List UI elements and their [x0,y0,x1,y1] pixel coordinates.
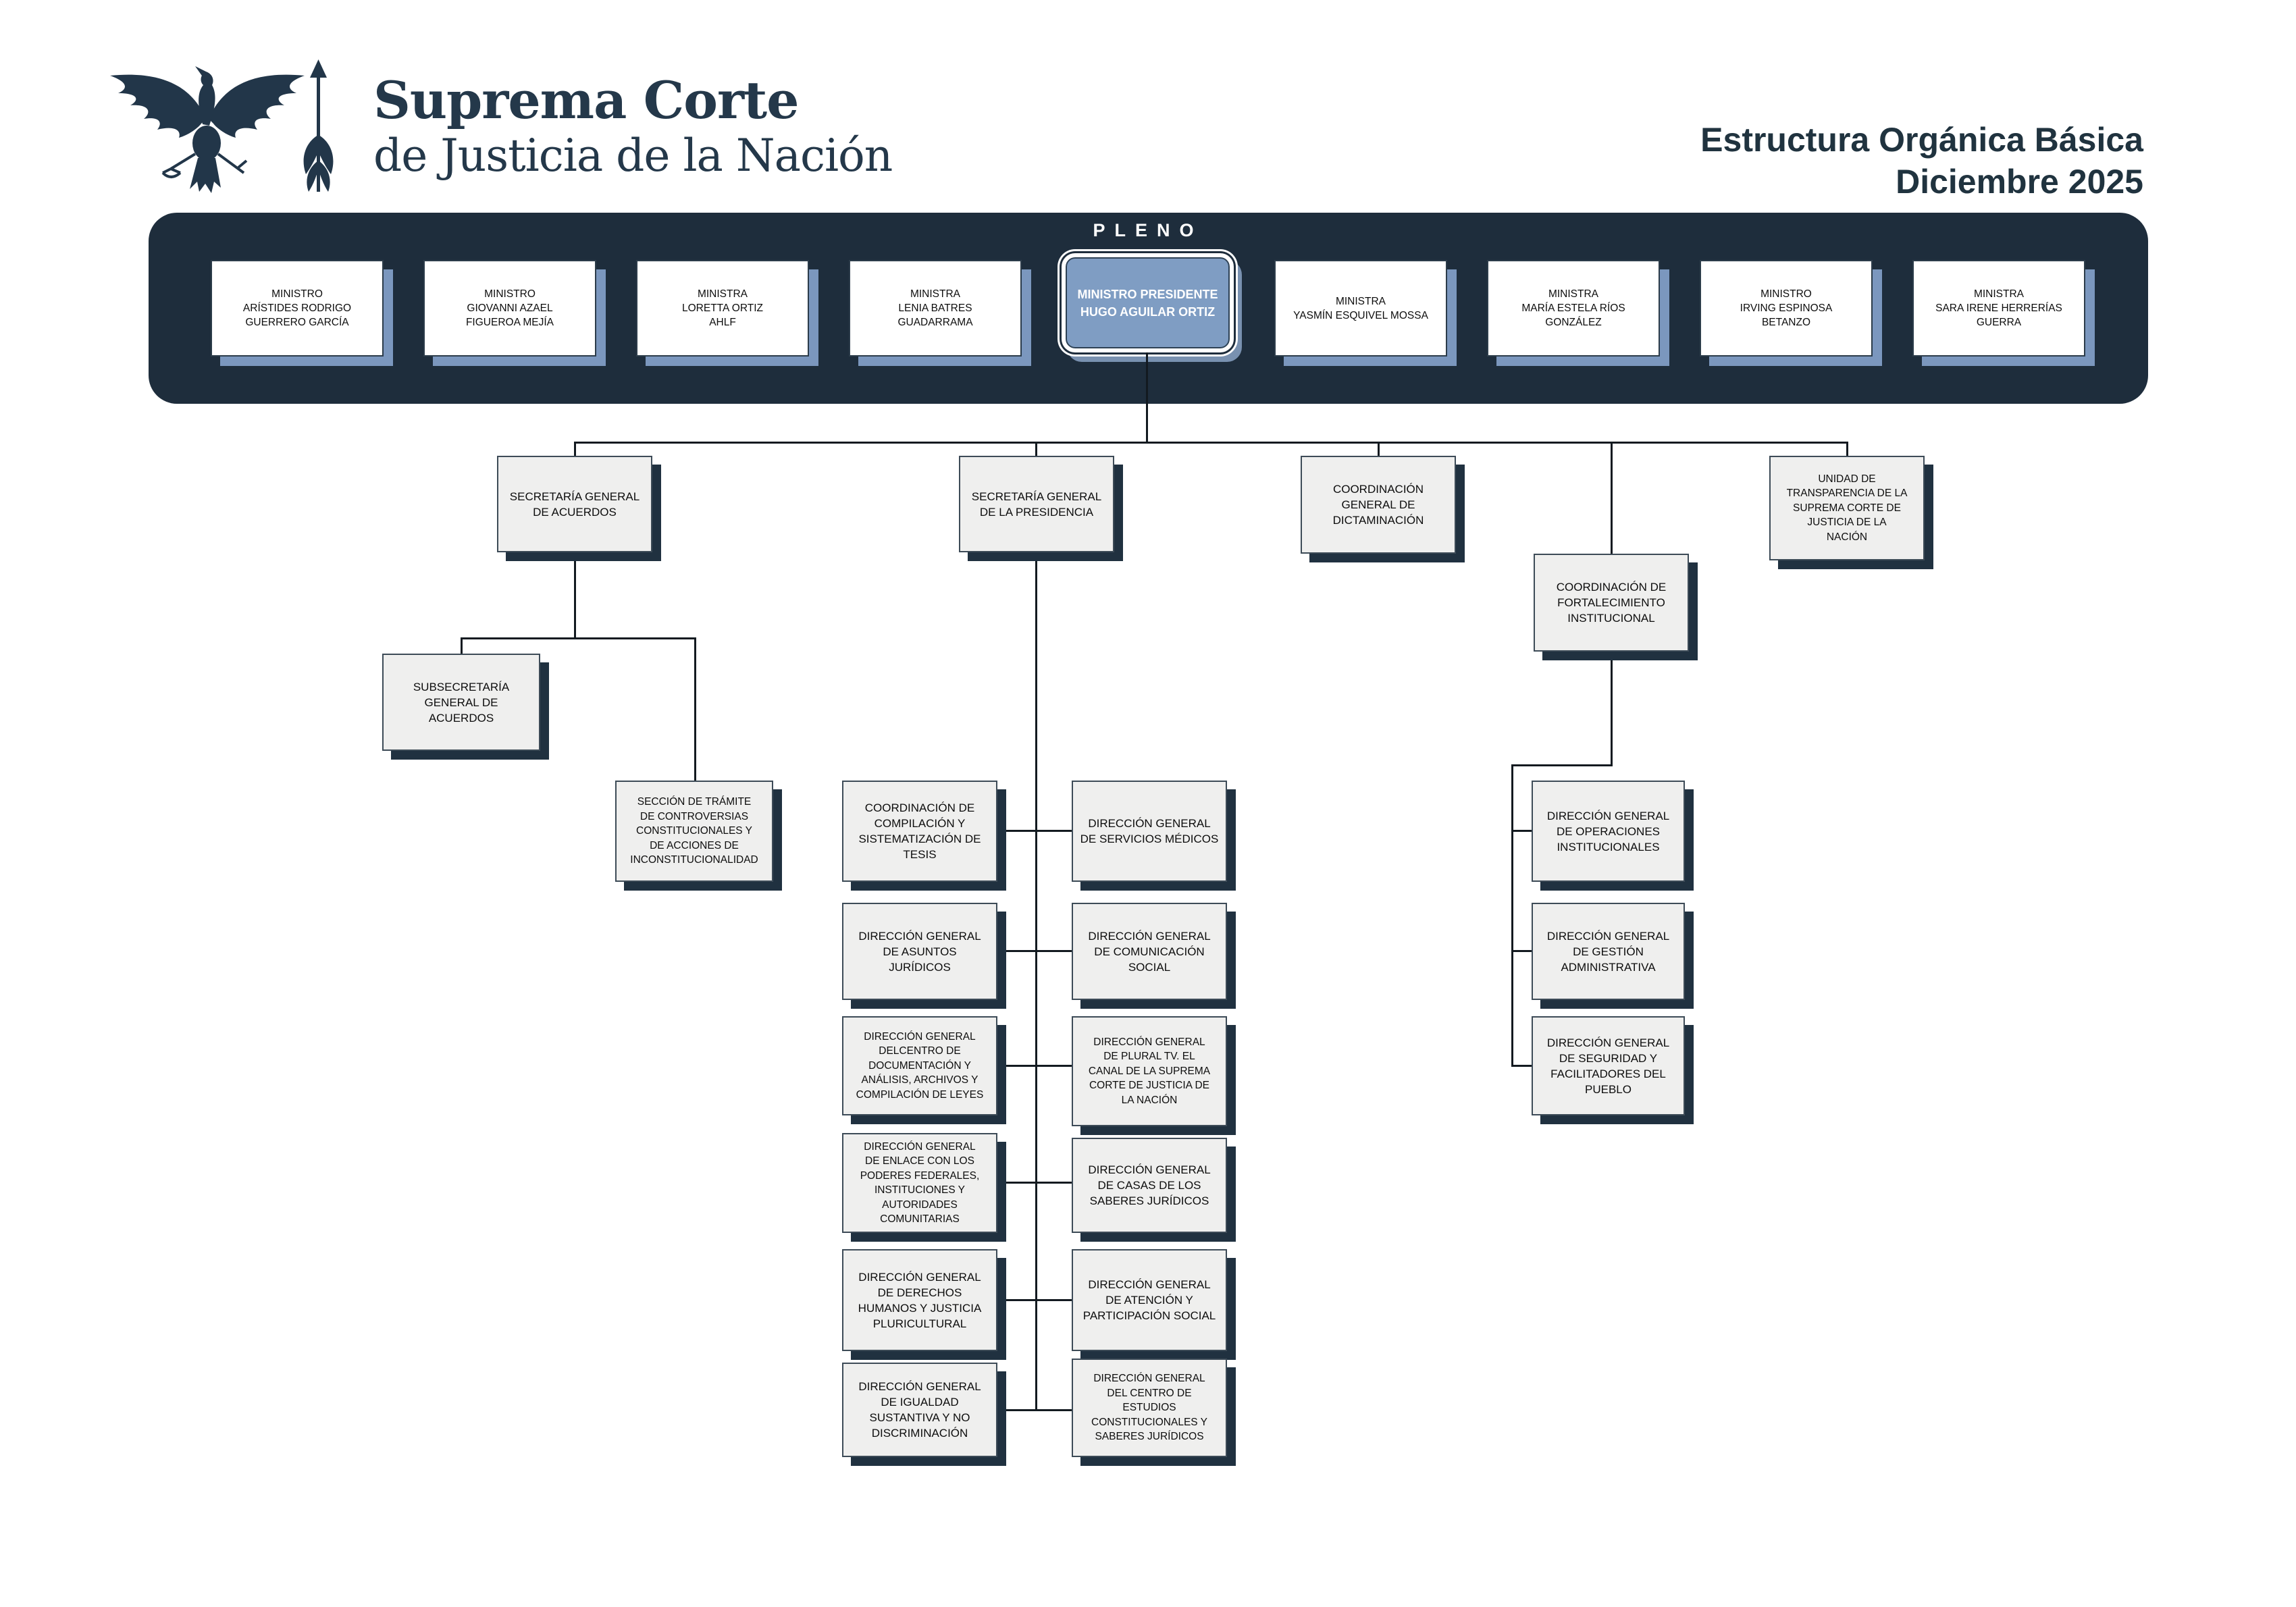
unit-dg-gestion-administrativa: DIRECCIÓN GENERAL DE GESTIÓN ADMINISTRAT… [1532,903,1685,1000]
connector-sga-rail [461,637,696,639]
minister-box-herrerias-guerra: MINISTRA SARA IRENE HERRERÍAS GUERRA [1912,260,2085,357]
pleno-label: PLENO [1093,220,1203,240]
minister-box-ortiz-ahlf: MINISTRA LORETTA ORTIZ AHLF [636,260,809,357]
connector-stub-sgp [1035,442,1037,458]
connector-cfi-elbow [1511,764,1613,766]
unit-dg-centro-documentacion-analisis: DIRECCIÓN GENERAL DELCENTRO DE DOCUMENTA… [842,1016,997,1115]
unit-dg-seguridad-facilitadores-pueblo: DIRECCIÓN GENERAL DE SEGURIDAD Y FACILIT… [1532,1016,1685,1115]
connector-cfi-row1 [1511,830,1533,832]
unit-dg-casas-saberes-juridicos: DIRECCIÓN GENERAL DE CASAS DE LOS SABERE… [1072,1138,1227,1233]
connector-sga-down [574,551,576,639]
unit-dg-plural-tv: DIRECCIÓN GENERAL DE PLURAL TV. EL CANAL… [1072,1016,1227,1126]
connector-president-stem [1146,352,1148,443]
connector-sgp-spine [1035,551,1037,1411]
connector-row5 [997,1299,1072,1301]
unit-dg-derechos-humanos-justicia-pluricultural: DIRECCIÓN GENERAL DE DERECHOS HUMANOS Y … [842,1249,997,1351]
unit-subsecretaria-general-de-acuerdos: SUBSECRETARÍA GENERAL DE ACUERDOS [382,654,540,751]
minister-box-esquivel-mossa: MINISTRA YASMÍN ESQUIVEL MOSSA [1274,260,1447,357]
brand-line2: de Justicia de la Nación [373,130,893,182]
connector-level2-rail [574,442,1848,444]
unit-dg-atencion-participacion-social: DIRECCIÓN GENERAL DE ATENCIÓN Y PARTICIP… [1072,1249,1227,1351]
connector-stub-stccai [694,637,696,782]
minister-box-batres-guadarrama: MINISTRA LENIA BATRES GUADARRAMA [849,260,1022,357]
connector-row2 [997,950,1072,952]
connector-stub-ssga [461,637,463,655]
minister-box-figueroa-mejia: MINISTRO GIOVANNI AZAEL FIGUEROA MEJÍA [423,260,596,357]
connector-cfi-row2 [1511,950,1533,952]
connector-stub-cfi [1611,442,1613,556]
unit-dg-operaciones-institucionales: DIRECCIÓN GENERAL DE OPERACIONES INSTITU… [1532,781,1685,882]
unit-secretaria-general-de-la-presidencia: SECRETARÍA GENERAL DE LA PRESIDENCIA [959,456,1114,552]
connector-stub-ut [1846,442,1848,458]
eagle-justice-emblem-icon [91,59,341,205]
unit-dg-comunicacion-social: DIRECCIÓN GENERAL DE COMUNICACIÓN SOCIAL [1072,903,1227,1000]
connector-row6 [997,1409,1072,1411]
brand-wordmark: Suprema Corte de Justicia de la Nación [373,70,893,182]
unit-dg-igualdad-sustantiva: DIRECCIÓN GENERAL DE IGUALDAD SUSTANTIVA… [842,1363,997,1457]
connector-cfi-row3 [1511,1065,1533,1067]
unit-dg-centro-estudios-constitucionales: DIRECCIÓN GENERAL DEL CENTRO DE ESTUDIOS… [1072,1359,1227,1457]
unit-dg-enlace-poderes-federales: DIRECCIÓN GENERAL DE ENLACE CON LOS PODE… [842,1133,997,1233]
document-title-line2: Diciembre 2025 [1896,163,2143,201]
unit-secretaria-general-de-acuerdos: SECRETARÍA GENERAL DE ACUERDOS [497,456,652,552]
document-title-line1: Estructura Orgánica Básica [1700,121,2143,159]
unit-dg-servicios-medicos: DIRECCIÓN GENERAL DE SERVICIOS MÉDICOS [1072,781,1227,882]
minister-box-guerrero-garcia: MINISTRO ARÍSTIDES RODRIGO GUERRERO GARC… [211,260,384,357]
brand-line1: Suprema Corte [373,70,799,130]
document-title: Estructura Orgánica Básica Diciembre 202… [1700,119,2143,203]
unit-coordinacion-general-de-dictaminacion: COORDINACIÓN GENERAL DE DICTAMINACIÓN [1301,456,1456,554]
unit-dg-asuntos-juridicos: DIRECCIÓN GENERAL DE ASUNTOS JURÍDICOS [842,903,997,1000]
connector-row3 [997,1065,1072,1067]
connector-row1 [997,830,1072,832]
connector-row4 [997,1182,1072,1184]
connector-stub-sga [574,442,576,458]
unit-coordinacion-compilacion-tesis: COORDINACIÓN DE COMPILACIÓN Y SISTEMATIZ… [842,781,997,882]
minister-box-espinosa-betanzo: MINISTRO IRVING ESPINOSA BETANZO [1700,260,1873,357]
connector-cfi-down [1611,650,1613,766]
unit-coordinacion-fortalecimiento-institucional: COORDINACIÓN DE FORTALECIMIENTO INSTITUC… [1534,554,1689,652]
connector-cfi-spine [1511,764,1513,1067]
minister-box-rios-gonzalez: MINISTRA MARÍA ESTELA RÍOS GONZÁLEZ [1487,260,1660,357]
unit-unidad-de-transparencia: UNIDAD DE TRANSPARENCIA DE LA SUPREMA CO… [1769,456,1925,560]
connector-stub-cgd [1378,442,1380,458]
minister-president-box-aguilar-ortiz: MINISTRO PRESIDENTE HUGO AGUILAR ORTIZ [1062,253,1234,352]
unit-seccion-tramite-controversias: SECCIÓN DE TRÁMITE DE CONTROVERSIAS CONS… [615,781,773,882]
